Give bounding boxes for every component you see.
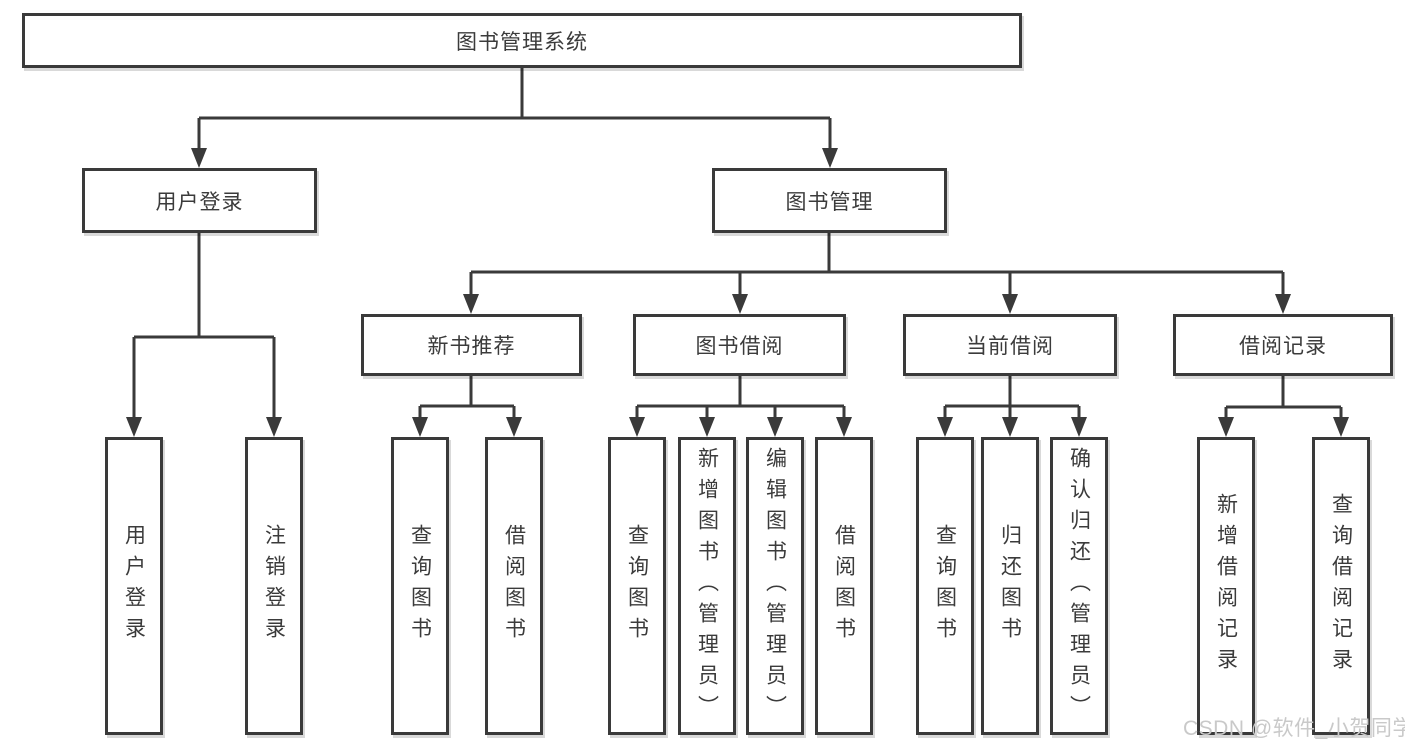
node-user-login: 用户登录 xyxy=(82,168,317,233)
leaf-query-books-borrow: 查询图书 xyxy=(608,437,666,735)
leaf-query-borrow-record: 查询借阅记录 xyxy=(1312,437,1370,735)
leaf-query-books-current: 查询图书 xyxy=(916,437,974,735)
leaf-add-books-admin: 新增图书（管理员） xyxy=(678,437,736,735)
leaf-return-books: 归还图书 xyxy=(981,437,1039,735)
leaf-edit-books-admin: 编辑图书（管理员） xyxy=(746,437,804,735)
leaf-user-login: 用户登录 xyxy=(105,437,163,735)
leaf-query-books-recommend: 查询图书 xyxy=(391,437,449,735)
leaf-borrow-books: 借阅图书 xyxy=(815,437,873,735)
node-library-management-system: 图书管理系统 xyxy=(22,13,1022,68)
csdn-watermark: CSDN @软件_小贺同学 xyxy=(1183,717,1405,740)
node-book-borrow: 图书借阅 xyxy=(633,314,846,376)
leaf-borrow-books-recommend: 借阅图书 xyxy=(485,437,543,735)
leaf-confirm-return-admin: 确认归还（管理员） xyxy=(1050,437,1108,735)
node-current-borrow: 当前借阅 xyxy=(903,314,1117,376)
leaf-add-borrow-record: 新增借阅记录 xyxy=(1197,437,1255,735)
node-new-book-recommend: 新书推荐 xyxy=(361,314,582,376)
leaf-logout: 注销登录 xyxy=(245,437,303,735)
node-borrow-records: 借阅记录 xyxy=(1173,314,1393,376)
node-book-management: 图书管理 xyxy=(712,168,947,233)
